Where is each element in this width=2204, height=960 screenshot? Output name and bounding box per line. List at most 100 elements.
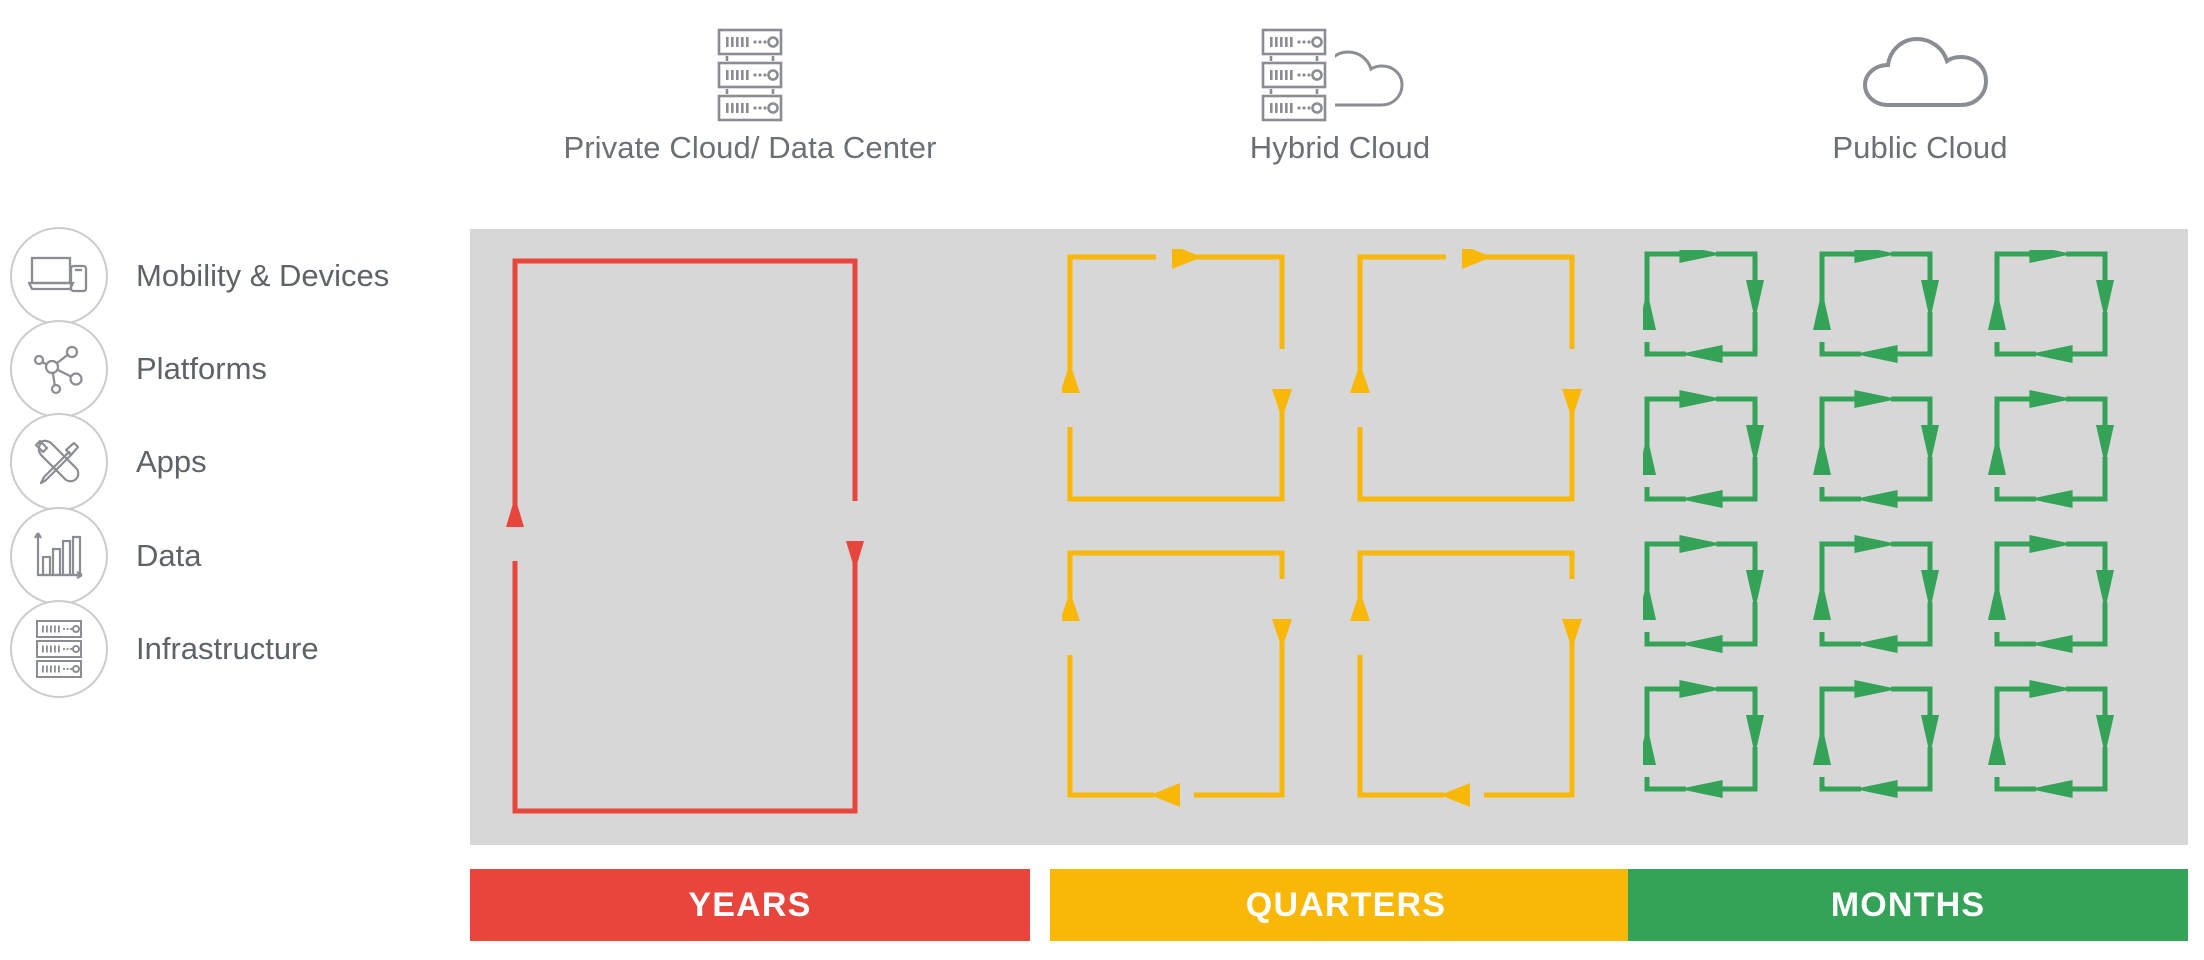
server-rack-icon — [10, 600, 108, 698]
loop-cell — [1988, 250, 2114, 363]
arrow-right-icon — [1679, 680, 1723, 698]
loop-cell — [1813, 680, 1939, 798]
loop-group-hybrid — [1062, 249, 1600, 833]
arrow-right-icon — [2029, 680, 2073, 698]
arrow-left-icon — [2029, 345, 2073, 363]
arrow-up-icon — [1988, 435, 2006, 475]
sidebar-item-infrastructure[interactable]: Infrastructure — [10, 600, 319, 698]
arrow-down-icon — [846, 541, 864, 571]
sidebar-item-label: Apps — [136, 444, 207, 479]
arrow-down-icon — [2096, 570, 2114, 610]
server-rack-icon — [470, 20, 1030, 130]
column-header-hybrid: Hybrid Cloud — [1050, 20, 1630, 166]
arrow-left-icon — [1679, 780, 1723, 798]
bar-chart-icon — [10, 507, 108, 605]
cadence-bar-years[interactable]: YEARS — [470, 869, 1030, 941]
arrow-right-icon — [2029, 250, 2073, 263]
arrow-up-icon — [1062, 363, 1080, 393]
arrow-down-icon — [1746, 570, 1764, 610]
column-header-label: Hybrid Cloud — [1249, 130, 1431, 165]
sidebar-item-data[interactable]: Data — [10, 507, 201, 605]
arrow-left-icon — [1854, 490, 1898, 508]
arrow-left-icon — [1854, 780, 1898, 798]
sidebar-item-label: Infrastructure — [136, 631, 319, 666]
cadence-bar-quarters[interactable]: QUARTERS — [1050, 869, 1642, 941]
loop-cell — [1813, 390, 1939, 508]
arrow-left-icon — [1679, 490, 1723, 508]
arrow-right-icon — [1172, 249, 1202, 269]
arrow-up-icon — [1813, 435, 1831, 475]
loop-cell — [1988, 390, 2114, 508]
arrow-down-icon — [1921, 570, 1939, 610]
server-rack-cloud-icon — [1050, 20, 1630, 130]
arrow-left-icon — [1679, 635, 1723, 653]
sidebar-item-mobility-devices[interactable]: Mobility & Devices — [10, 227, 389, 325]
arrow-right-icon — [2029, 390, 2073, 408]
arrow-down-icon — [1921, 425, 1939, 465]
arrow-right-icon — [1854, 535, 1898, 553]
arrow-right-icon — [1679, 250, 1723, 263]
loop-group-public — [1643, 250, 2173, 830]
arrow-down-icon — [1272, 389, 1292, 419]
arrow-up-icon — [506, 497, 524, 527]
column-header-private: Private Cloud/ Data Center — [470, 20, 1030, 166]
arrow-up-icon — [1643, 580, 1656, 620]
arrow-left-icon — [2029, 635, 2073, 653]
arrow-up-icon — [1988, 290, 2006, 330]
loop-cell — [1988, 680, 2114, 798]
arrow-down-icon — [2096, 425, 2114, 465]
network-nodes-icon — [10, 320, 108, 418]
cloud-icon — [1650, 20, 2190, 130]
months-loops — [1643, 250, 2114, 798]
column-header-public: Public Cloud — [1650, 20, 2190, 166]
loop-cell — [1643, 535, 1764, 653]
cadence-bar-label: MONTHS — [1830, 885, 1986, 924]
sidebar-item-label: Mobility & Devices — [136, 258, 390, 293]
arrow-right-icon — [1679, 390, 1723, 408]
arrow-down-icon — [1272, 619, 1292, 649]
arrow-down-icon — [1921, 715, 1939, 755]
column-header-label: Public Cloud — [1832, 130, 2008, 165]
wrench-screwdriver-icon — [10, 413, 108, 511]
arrow-up-icon — [1350, 363, 1370, 393]
arrow-down-icon — [2096, 280, 2114, 320]
arrow-up-icon — [1350, 591, 1370, 621]
arrow-up-icon — [1988, 725, 2006, 765]
arrow-up-icon — [1813, 290, 1831, 330]
loop-cell — [1813, 250, 1939, 363]
arrow-up-icon — [1643, 725, 1656, 765]
arrow-left-icon — [1150, 783, 1180, 807]
arrow-up-icon — [1813, 580, 1831, 620]
arrow-left-icon — [2029, 780, 2073, 798]
cadence-bar-label: YEARS — [688, 885, 812, 924]
sidebar-item-platforms[interactable]: Platforms — [10, 320, 267, 418]
loop-cell — [1988, 535, 2114, 653]
arrow-right-icon — [1854, 250, 1898, 263]
cadence-bar-months[interactable]: MONTHS — [1628, 869, 2188, 941]
column-header-label: Private Cloud/ Data Center — [563, 130, 937, 165]
arrow-up-icon — [1813, 725, 1831, 765]
sidebar-item-label: Data — [136, 538, 202, 573]
arrow-up-icon — [1988, 580, 2006, 620]
arrow-left-icon — [2029, 490, 2073, 508]
arrow-left-icon — [1679, 345, 1723, 363]
arrow-up-icon — [1062, 591, 1080, 621]
arrow-right-icon — [1462, 249, 1492, 269]
loops-panel — [470, 229, 2188, 845]
loop-cell — [1643, 680, 1764, 798]
arrow-left-icon — [1854, 635, 1898, 653]
arrow-down-icon — [2096, 715, 2114, 755]
arrow-right-icon — [1679, 535, 1723, 553]
arrow-down-icon — [1562, 389, 1582, 419]
sidebar-item-apps[interactable]: Apps — [10, 413, 207, 511]
loop-cell — [1643, 250, 1764, 363]
arrow-left-icon — [1854, 345, 1898, 363]
arrow-up-icon — [1643, 435, 1656, 475]
cadence-bar-label: QUARTERS — [1245, 885, 1447, 924]
arrow-down-icon — [1746, 425, 1764, 465]
quarters-loops — [1062, 249, 1582, 807]
laptop-phone-icon — [10, 227, 108, 325]
arrow-right-icon — [2029, 535, 2073, 553]
arrow-right-icon — [1854, 390, 1898, 408]
